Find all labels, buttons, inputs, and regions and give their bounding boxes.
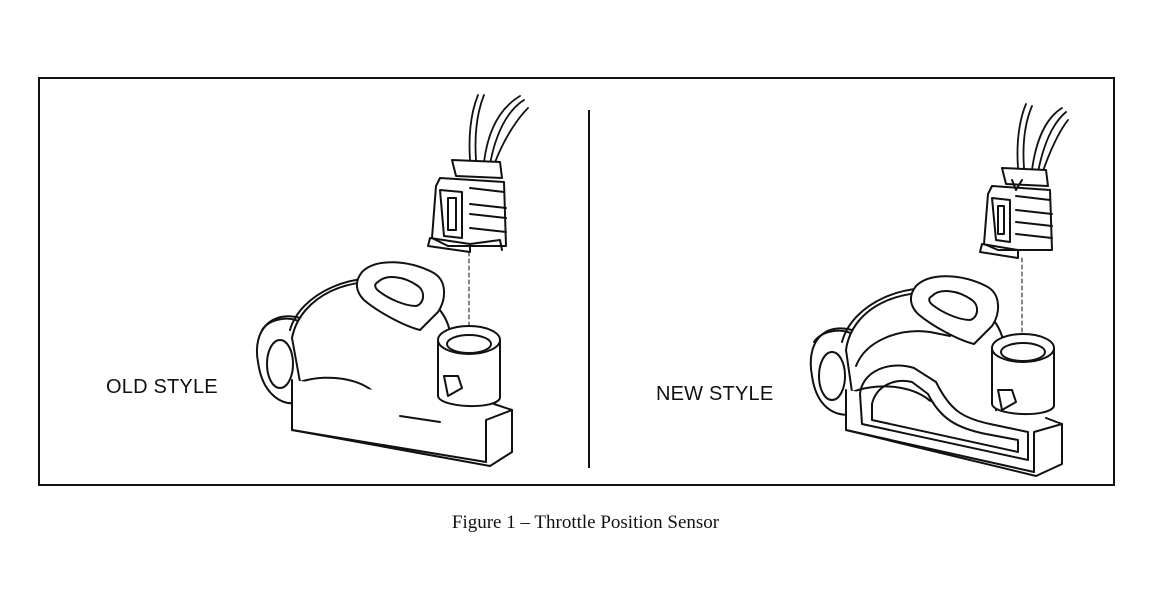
new-style-label: NEW STYLE	[656, 383, 774, 405]
old-style-label: OLD STYLE	[106, 376, 218, 398]
new-wires	[1016, 103, 1069, 175]
old-sensor-body	[255, 261, 513, 467]
new-style-sensor-drawing	[809, 103, 1069, 477]
old-connector	[427, 159, 507, 253]
figure-frame	[38, 77, 1115, 486]
panel-divider	[588, 110, 590, 468]
new-sensor-body	[809, 275, 1063, 477]
old-wires	[468, 94, 529, 166]
new-connector	[979, 167, 1053, 259]
figure-caption: Figure 1 – Throttle Position Sensor	[451, 512, 720, 533]
old-style-sensor-drawing	[255, 94, 529, 467]
